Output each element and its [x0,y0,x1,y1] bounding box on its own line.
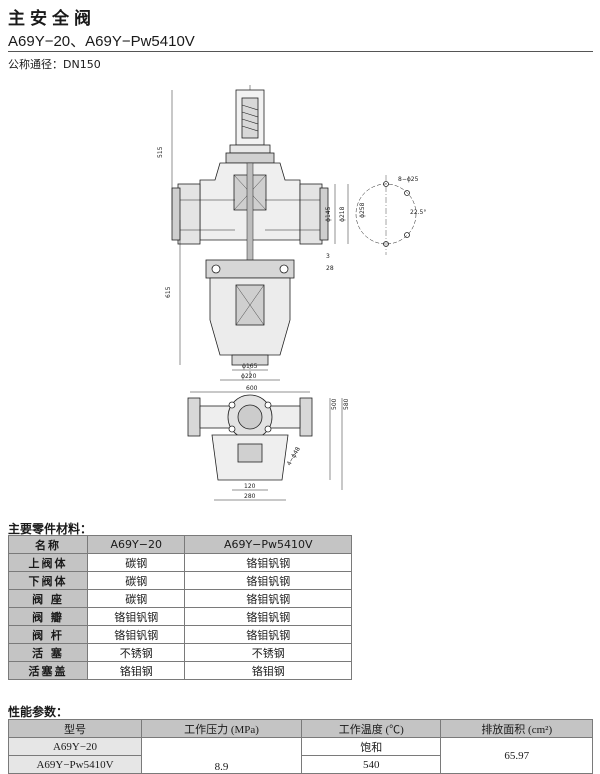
materials-header-row: 名称 A69Y−20 A69Y−Pw5410V [8,535,352,554]
materials-table: 名称 A69Y−20 A69Y−Pw5410V 上阀体 碳钢 铬钼钒钢 下阀体 … [8,535,352,680]
col-area: 排放面积 (cm²) [440,719,593,738]
materials-title: 主要零件材料： [8,522,93,536]
table-row: 阀 瓣 铬钼钒钢 铬钼钒钢 [8,607,352,626]
part-name: 上阀体 [8,553,88,572]
dim-3: 3 [326,253,330,260]
model-cell: A69Y−20 [8,737,142,756]
performance-header-row: 型号 工作压力 (MPa) 工作温度 (℃) 排放面积 (cm²) [8,719,593,738]
temperature-cell: 饱和 [301,737,442,756]
dim-220: ϕ220 [241,373,257,380]
temperature-cell: 540 [301,755,442,774]
dim-angle: 22.5° [410,209,426,216]
model-cell: A69Y−Pw5410V [8,755,142,774]
col-a69ypw: A69Y−Pw5410V [184,535,352,554]
part-name: 活塞盖 [8,661,88,680]
dim-165: ϕ165 [242,363,258,370]
dim-280: 280 [244,493,256,500]
valve-drawing: 515 615 ϕ165 ϕ220 ϕ145 ϕ218 3 28 8−ϕ25 ϕ… [157,85,426,501]
col-pressure: 工作压力 (MPa) [140,719,303,738]
part-name: 阀 座 [8,589,88,608]
table-row: 阀 杆 铬钼钒钢 铬钼钒钢 [8,625,352,644]
nominal-diameter: 公称通径：DN150 [8,58,101,71]
pressure-cell: 8.9 [140,737,303,774]
part-name: 阀 瓣 [8,607,88,626]
material-a: 铬钼钒钢 [86,625,186,644]
material-a: 碳钢 [86,589,186,608]
material-b: 铬钼钒钢 [184,571,352,590]
model-names: A69Y−20、A69Y−Pw5410V [8,33,195,50]
material-b: 铬钼钢 [184,661,352,680]
part-name: 下阀体 [8,571,88,590]
material-b: 铬钼钒钢 [184,607,352,626]
material-a: 碳钢 [86,553,186,572]
material-b: 铬钼钒钢 [184,589,352,608]
material-b: 不锈钢 [184,643,352,662]
dim-145: ϕ145 [325,206,332,222]
table-row: 活 塞 不锈钢 不锈钢 [8,643,352,662]
dim-holes: 8−ϕ25 [398,176,419,183]
table-row: 活塞盖 铬钼钢 铬钼钢 [8,661,352,680]
material-b: 铬钼钒钢 [184,625,352,644]
material-a: 不锈钢 [86,643,186,662]
material-b: 铬钼钒钢 [184,553,352,572]
dim-615: 615 [165,286,172,298]
page-title: 主安全阀 [8,9,96,29]
title-divider [8,51,593,52]
table-row: 阀 座 碳钢 铬钼钒钢 [8,589,352,608]
material-a: 碳钢 [86,571,186,590]
material-a: 铬钼钢 [86,661,186,680]
dim-600: 600 [246,385,258,392]
dim-500: 500 [331,398,338,410]
performance-title: 性能参数： [8,705,69,719]
col-temperature: 工作温度 (℃) [301,719,442,738]
col-model: 型号 [8,719,142,738]
col-a69y20: A69Y−20 [86,535,186,554]
table-row: A69Y−Pw5410V 540 [8,755,593,774]
dim-218: ϕ218 [339,206,346,222]
part-name: 活 塞 [8,643,88,662]
dim-120: 120 [244,483,256,490]
dim-258: ϕ258 [359,202,366,218]
col-name: 名称 [8,535,88,554]
dim-515: 515 [157,146,164,158]
material-a: 铬钼钒钢 [86,607,186,626]
table-row: 上阀体 碳钢 铬钼钒钢 [8,553,352,572]
dim-580: 580 [343,398,350,410]
dim-28: 28 [326,265,334,272]
table-row: A69Y−20 8.9 饱和 65.97 [8,737,593,774]
part-name: 阀 杆 [8,625,88,644]
dim-4x48: 4−ϕ48 [286,446,302,467]
table-row: 下阀体 碳钢 铬钼钒钢 [8,571,352,590]
performance-table: 型号 工作压力 (MPa) 工作温度 (℃) 排放面积 (cm²) A69Y−2… [8,719,593,774]
area-cell: 65.97 [440,737,593,774]
